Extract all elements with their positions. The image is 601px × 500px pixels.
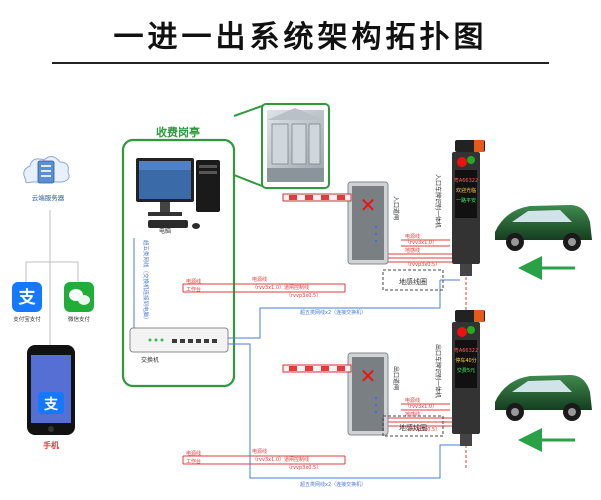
switch-label: 交换机 [141,356,159,364]
booth-photo [261,103,330,189]
booth-frame [121,138,236,388]
exit-camera-label: 出口车牌识别一体机 [434,344,442,398]
entry-display-line-3: 一路平安 [456,197,476,204]
page-title: 一进一出系统架构拓扑图 [113,20,488,55]
svg-text:支: 支 [19,287,37,308]
booth-label: 收费岗亭 [156,125,200,139]
computer [136,158,220,229]
lane2-power-label: 电源线 [186,450,201,457]
exit-display-line-1: 粤A66322 [454,347,478,354]
lane1-wire-loop: 地感线 [405,247,420,254]
phone-label: 手机 [43,440,59,450]
lane2-wire-power-spec: （rvv3x1.0） [405,404,437,410]
exit-plate-camera [452,310,485,446]
lane1-network-label: 超五类网线x2（连接交换机） [300,309,366,316]
entry-display-line-1: 粤A66322 [454,177,478,184]
lane2-wire-loop: 地感线 [405,411,420,418]
lane1-wire-loop-spec: （rvvp3x0.5） [405,262,440,268]
lane2-network-label: 超五类网线x2（连接交换机） [300,481,366,488]
cloud-server-label: 云端服务器 [32,193,65,202]
lane1-wire-power-spec: （rvv3x1.0） [405,240,437,246]
svg-text:✕: ✕ [360,193,377,217]
entry-gate: ✕ [282,181,389,265]
entry-plate-camera [452,140,485,276]
lane1-wire-power: 电源线 [405,233,420,240]
phone-icon: 支 [27,345,75,435]
entry-car [495,205,592,251]
lane1-workbench-label: 工作台 [186,286,201,293]
lane1-power-cable-label: 电源线 [252,276,267,283]
entry-loop-label: 地感线圈 [399,277,427,286]
entry-camera-label: 入口车牌识别一体机 [434,174,442,228]
lane1-power-cable-spec: （rvv3x1.0） [252,285,284,291]
exit-gate-label: 出口道闸 [392,366,400,390]
lane2-control-label: 道闸控制线 [284,456,309,463]
title-underline [52,62,549,64]
entry-display-line-2: 欢迎光临 [456,187,476,194]
lane2-power-cable-label: 电源线 [252,448,267,455]
wiring [133,238,470,479]
alipay-label: 支付宝支付 [13,315,41,323]
wechat-pay-label: 微信支付 [68,315,91,323]
lane2-power-cable-spec: （rvv3x1.0） [252,457,284,463]
svg-text:✕: ✕ [360,364,377,388]
wechat-pay-icon [64,282,94,312]
lane2-wire-power: 电源线 [405,397,420,404]
cloud-server-icon [23,156,70,184]
exit-display-line-3: 交费5元 [457,367,475,374]
booth-callout-lines [233,105,263,187]
exit-display-line-2: 停车40分 [455,357,476,364]
entry-gate-label: 入口道闸 [392,196,400,220]
lane1-control-spec: （rvvp3x0.5） [286,293,321,299]
lane1-control-label: 道闸控制线 [284,284,309,291]
exit-loop-box [382,415,444,437]
exit-loop-label: 地感线圈 [399,423,427,432]
lane1-power-label: 电源线 [186,278,201,285]
lane2-control-spec: （rvvp3x0.5） [286,465,321,471]
lane2-workbench-label: 工作台 [186,458,201,465]
lane2-wire-loop-spec: （rvvp3x0.5） [405,427,440,433]
network-vertical-label: 超五类网线（交换机连接到电脑） [142,240,150,323]
entry-loop-box [382,269,444,291]
alipay-icon: 支 [12,282,42,312]
exit-gate: ✕ [282,352,389,436]
exit-car [495,375,592,421]
cloud-link-lines [25,210,79,345]
computer-label: 电脑 [159,227,171,235]
network-switch [129,327,229,353]
svg-text:支: 支 [43,396,59,413]
